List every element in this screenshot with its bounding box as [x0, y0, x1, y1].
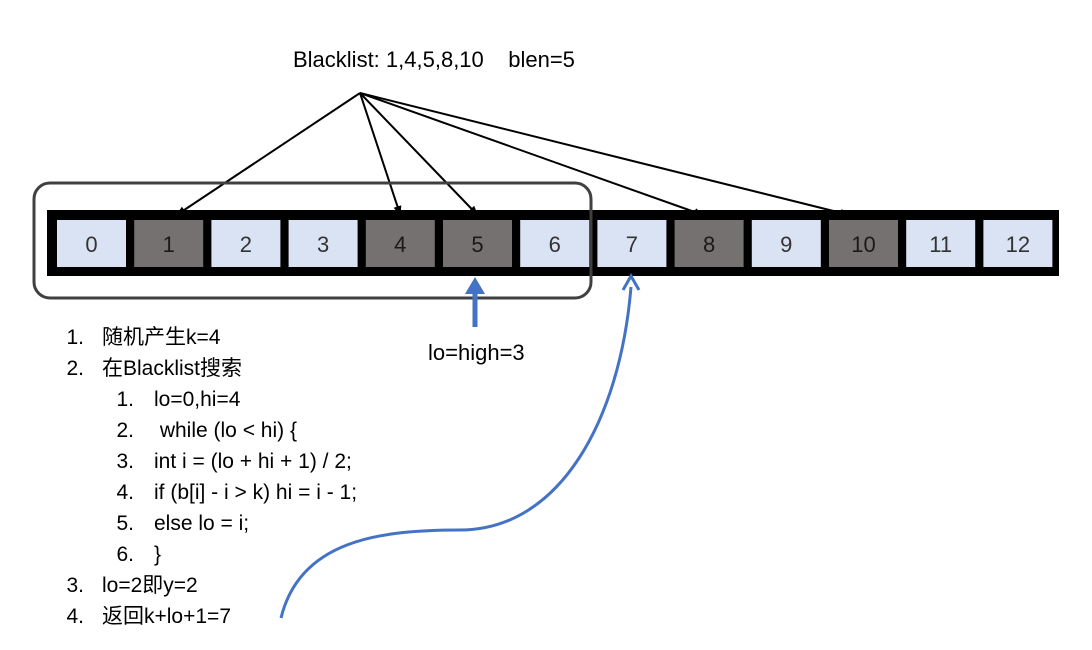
- blacklist-arrow: [359, 92, 705, 216]
- code-line-number: 3.: [116, 450, 134, 473]
- step-number: 4.: [66, 605, 84, 628]
- array-cell-label: 3: [317, 232, 329, 257]
- return-arrowhead: [621, 272, 641, 291]
- code-line-number: 2.: [116, 419, 134, 442]
- array-cell: [751, 220, 821, 267]
- array-cell: [211, 220, 281, 267]
- step-text: 随机产生k=4: [102, 326, 221, 349]
- array-cell-blacklisted: [134, 220, 204, 267]
- array-cell-label: 11: [929, 232, 952, 257]
- array-cell: [906, 220, 976, 267]
- array-cell: [520, 220, 590, 267]
- step-text: lo=2即y=2: [102, 574, 198, 597]
- blacklist-arrow: [359, 92, 402, 216]
- array-cell-label: 5: [471, 232, 483, 257]
- code-line-number: 4.: [116, 481, 134, 504]
- array-cell-label: 9: [780, 232, 792, 257]
- array-cell: [983, 220, 1053, 267]
- step-text: 返回k+lo+1=7: [102, 605, 231, 628]
- blacklist-arrow: [359, 92, 851, 217]
- array-cell-blacklisted: [443, 220, 512, 267]
- array-cell-label: 4: [394, 232, 406, 257]
- array-cell: [288, 220, 358, 267]
- code-line-text: int i = (lo + hi + 1) / 2;: [154, 450, 352, 473]
- code-line-number: 6.: [116, 543, 134, 566]
- array-cell-label: 10: [851, 232, 875, 257]
- code-line-text: }: [154, 543, 162, 566]
- array-cell: [57, 220, 126, 267]
- array-cell-label: 12: [1006, 232, 1030, 257]
- array-cell: [597, 220, 667, 267]
- array-cell-blacklisted: [365, 220, 435, 267]
- array-cell-blacklisted: [674, 220, 744, 267]
- step-number: 1.: [66, 326, 84, 349]
- code-line-text: if (b[i] - i > k) hi = i - 1;: [154, 481, 358, 504]
- array-cell-label: 1: [163, 232, 175, 257]
- blacklist-title: Blacklist: 1,4,5,8,10 blen=5: [293, 47, 575, 72]
- code-line-text: while (lo < hi) {: [154, 419, 297, 442]
- blacklist-arrow: [175, 92, 361, 216]
- pointer-label: lo=high=3: [428, 340, 525, 365]
- step-text: 在Blacklist搜索: [102, 357, 243, 380]
- blacklist-arrow: [359, 92, 479, 216]
- pointer-arrowhead: [465, 277, 485, 294]
- array-cell-label: 6: [549, 232, 561, 257]
- step-number: 2.: [66, 357, 84, 380]
- array-cell-label: 2: [240, 232, 252, 257]
- code-line-text: else lo = i;: [154, 512, 250, 535]
- return-curve: [279, 286, 633, 619]
- code-line-number: 5.: [116, 512, 134, 535]
- code-line-text: lo=0,hi=4: [154, 388, 241, 411]
- array-cell-label: 7: [626, 232, 638, 257]
- array-cell-label: 8: [703, 232, 715, 257]
- step-number: 3.: [66, 574, 84, 597]
- array-cell-blacklisted: [829, 220, 898, 267]
- code-line-number: 1.: [116, 388, 134, 411]
- range-box: [32, 181, 593, 300]
- array-cell-label: 0: [85, 232, 97, 257]
